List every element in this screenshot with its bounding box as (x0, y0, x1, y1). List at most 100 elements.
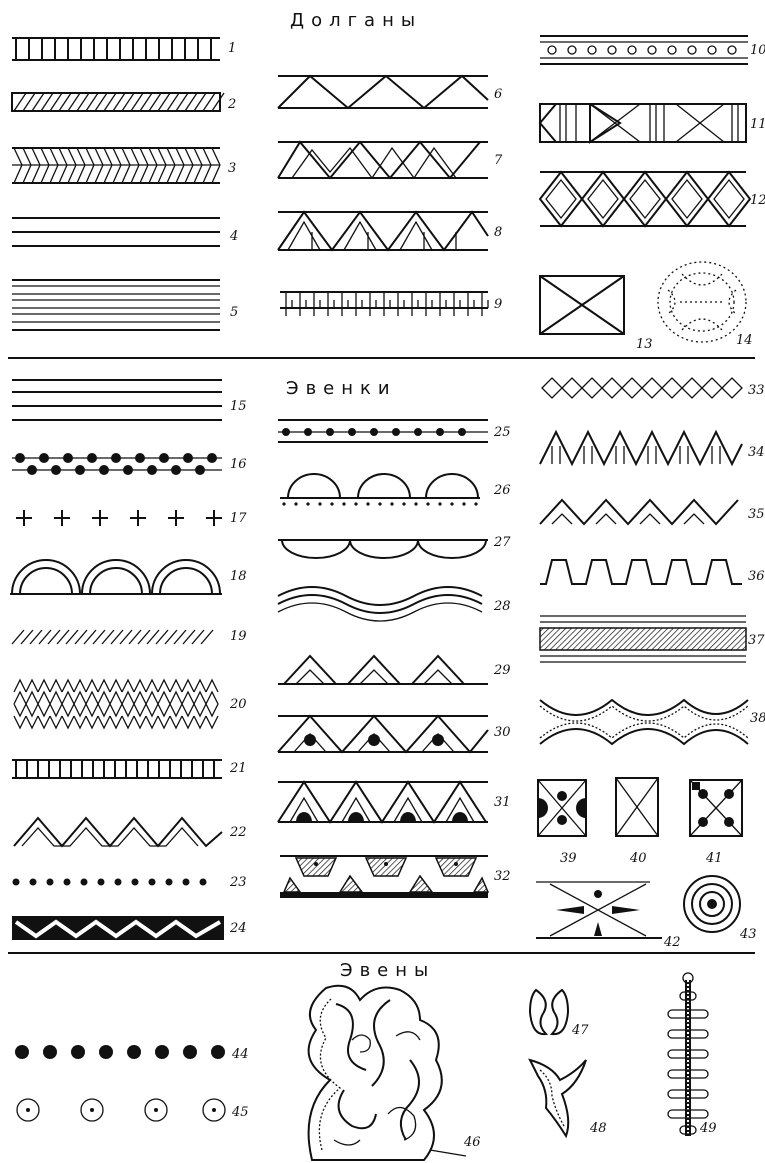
pattern-32 (280, 856, 488, 898)
pattern-number-6: 6 (494, 87, 502, 102)
pattern-number-37: 37 (748, 633, 765, 648)
pattern-number-5: 5 (230, 305, 238, 320)
pattern-2 (12, 93, 224, 111)
pattern-44 (15, 1045, 225, 1059)
section-title-dolgany: Долганы (290, 10, 422, 31)
pattern-3 (12, 148, 220, 183)
pattern-37 (540, 616, 746, 662)
pattern-5 (12, 280, 220, 330)
pattern-number-35: 35 (748, 507, 765, 522)
pattern-number-1: 1 (228, 41, 236, 56)
pattern-number-31: 31 (494, 795, 511, 810)
pattern-8 (278, 212, 488, 250)
pattern-number-14: 14 (736, 333, 753, 348)
pattern-number-17: 17 (230, 511, 247, 526)
pattern-number-32: 32 (494, 869, 511, 884)
pattern-number-28: 28 (493, 599, 511, 614)
pattern-27 (278, 540, 488, 558)
pattern-number-18: 18 (230, 569, 247, 584)
pattern-20 (14, 680, 218, 728)
pattern-number-20: 20 (229, 697, 247, 712)
pattern-number-10: 10 (750, 43, 765, 58)
pattern-number-39: 39 (560, 851, 577, 866)
pattern-33 (542, 378, 742, 398)
pattern-19 (12, 630, 213, 644)
pattern-number-23: 23 (229, 875, 247, 890)
pattern-35 (540, 500, 738, 524)
pattern-41 (690, 780, 742, 836)
pattern-47 (530, 990, 568, 1034)
pattern-number-34: 34 (748, 445, 765, 460)
pattern-number-49: 49 (699, 1121, 717, 1136)
pattern-number-46: 46 (463, 1135, 481, 1150)
pattern-49 (668, 973, 708, 1136)
pattern-12 (540, 172, 750, 226)
pattern-1 (12, 38, 220, 60)
pattern-number-11: 11 (750, 117, 765, 132)
section-title-evenki: Эвенки (286, 378, 397, 399)
pattern-42 (536, 882, 662, 938)
pattern-number-4: 4 (229, 229, 238, 244)
pattern-number-41: 41 (705, 851, 723, 866)
pattern-number-44: 44 (231, 1047, 249, 1062)
pattern-number-36: 36 (748, 569, 765, 584)
pattern-number-12: 12 (750, 193, 765, 208)
pattern-24 (12, 916, 224, 940)
pattern-9 (280, 292, 488, 316)
pattern-21 (12, 760, 222, 778)
pattern-number-45: 45 (231, 1105, 249, 1120)
pattern-43 (684, 876, 740, 932)
pattern-number-15: 15 (230, 399, 247, 414)
pattern-number-21: 21 (229, 761, 247, 776)
pattern-number-30: 30 (494, 725, 511, 740)
pattern-number-27: 27 (493, 535, 511, 550)
pattern-30 (278, 716, 488, 752)
pattern-14 (658, 262, 746, 342)
pattern-number-9: 9 (494, 297, 502, 312)
pattern-number-38: 38 (750, 711, 765, 726)
pattern-36 (540, 560, 742, 584)
pattern-23 (13, 879, 207, 886)
pattern-number-13: 13 (636, 337, 653, 352)
pattern-number-29: 29 (493, 663, 511, 678)
pattern-number-7: 7 (494, 153, 503, 168)
pattern-13 (540, 276, 624, 334)
pattern-number-40: 40 (629, 851, 647, 866)
pattern-39 (538, 780, 586, 836)
pattern-number-2: 2 (227, 97, 236, 112)
pattern-number-19: 19 (230, 629, 247, 644)
pattern-34 (540, 432, 742, 464)
pattern-7 (278, 142, 488, 178)
pattern-number-26: 26 (493, 483, 511, 498)
pattern-number-47: 47 (571, 1023, 589, 1038)
pattern-number-16: 16 (230, 457, 247, 472)
pattern-26 (280, 474, 480, 506)
pattern-15 (12, 380, 222, 420)
pattern-number-24: 24 (229, 921, 247, 936)
pattern-18 (10, 560, 222, 594)
pattern-number-43: 43 (739, 927, 757, 942)
pattern-25 (278, 420, 488, 442)
pattern-11 (540, 104, 746, 142)
pattern-16 (12, 453, 222, 475)
pattern-40 (616, 778, 658, 836)
section-title-eveny: Эвены (340, 960, 435, 981)
pattern-22 (14, 818, 222, 846)
pattern-number-42: 42 (663, 935, 681, 950)
pattern-46 (309, 986, 466, 1160)
pattern-48 (530, 1060, 586, 1136)
pattern-4 (12, 218, 220, 246)
pattern-number-48: 48 (589, 1121, 607, 1136)
pattern-45 (17, 1099, 225, 1121)
pattern-29 (278, 656, 488, 684)
pattern-10 (540, 36, 748, 64)
pattern-31 (278, 782, 488, 822)
pattern-38 (540, 700, 748, 744)
pattern-number-3: 3 (228, 161, 236, 176)
pattern-number-22: 22 (229, 825, 247, 840)
pattern-number-25: 25 (493, 425, 511, 440)
pattern-17 (16, 510, 222, 526)
pattern-28 (278, 587, 482, 621)
pattern-number-8: 8 (494, 225, 502, 240)
